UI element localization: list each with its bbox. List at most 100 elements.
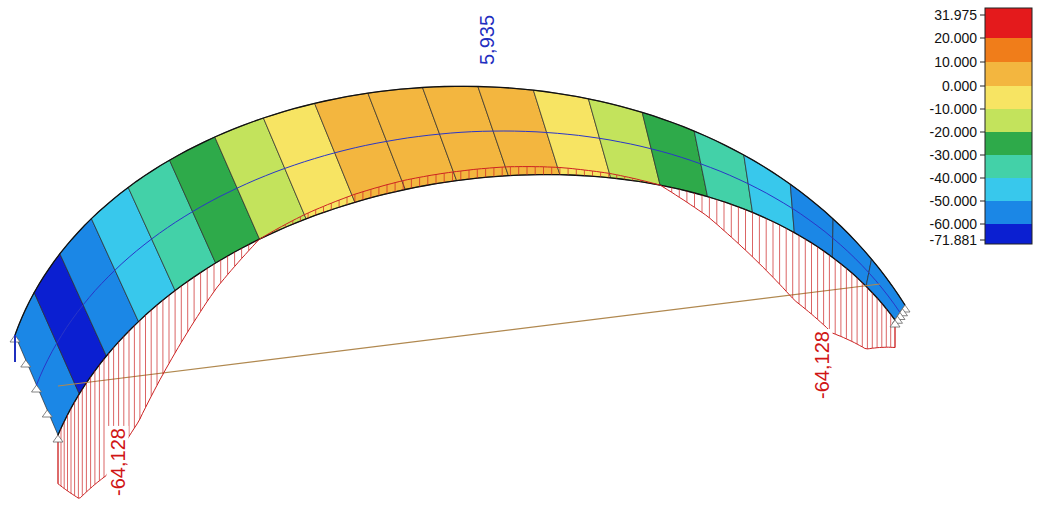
moment-hatch (851, 273, 852, 342)
moment-hatch (241, 248, 242, 258)
moment-hatch (370, 189, 371, 198)
scale-value-text: -10.000 (930, 101, 977, 117)
scale-band (985, 86, 1032, 109)
scale-band (985, 224, 1032, 244)
moment-hatch (535, 167, 536, 175)
moment-hatch (817, 247, 818, 320)
scale-value-text: -20.000 (930, 124, 977, 140)
scale-value-text: -40.000 (930, 170, 977, 186)
moment-hatch (134, 326, 135, 429)
moment-hatch (362, 192, 363, 200)
axis-marker (14, 335, 16, 362)
moment-hatch (493, 168, 494, 177)
support-symbol (32, 385, 42, 392)
moment-hatch (339, 200, 340, 207)
scale-tick (980, 240, 985, 241)
moment-hatch (792, 232, 793, 299)
moment-hatch (686, 191, 687, 202)
moment-hatch (200, 273, 201, 312)
moment-hatch (799, 235, 800, 304)
scale-band (985, 62, 1032, 86)
moment-hatch (724, 202, 725, 231)
value-label: -64,128 (107, 426, 130, 498)
moment-hatch (354, 194, 355, 202)
scale-value-text: -30.000 (930, 147, 977, 163)
moment-hatch (157, 305, 158, 385)
moment-hatch (862, 283, 863, 347)
moment-hatch (886, 309, 887, 348)
moment-hatch (829, 255, 830, 330)
moment-hatch (840, 264, 841, 337)
moment-hatch (881, 303, 882, 347)
moment-hatch (823, 251, 824, 325)
moment-hatch (835, 259, 836, 334)
stress-cell (744, 155, 795, 233)
scale-value-text: 0.000 (942, 78, 977, 94)
scale-band (985, 8, 1032, 38)
scale-band (985, 132, 1032, 155)
moment-hatch (64, 422, 65, 489)
moment-hatch (436, 175, 437, 184)
scale-value: -20.000 (930, 123, 977, 141)
moment-hatch (543, 167, 544, 175)
moment-hatch (331, 203, 332, 210)
scale-value: -60.000 (930, 215, 977, 233)
moment-hatch (811, 243, 812, 314)
moment-hatch (227, 256, 228, 275)
scale-value-text: 10.000 (934, 54, 977, 70)
moment-hatch (694, 193, 695, 207)
moment-hatch (460, 171, 461, 180)
moment-hatch (510, 167, 511, 176)
scale-value: -10.000 (930, 100, 977, 118)
moment-hatch (378, 187, 379, 196)
moment-hatch (67, 415, 68, 491)
scale-band (985, 201, 1032, 224)
moment-hatch (846, 268, 847, 339)
moment-hatch (151, 310, 152, 396)
scale-value-text: -50.000 (930, 193, 977, 209)
moment-hatch (129, 331, 130, 437)
scale-value-text: 20.000 (934, 30, 977, 46)
moment-hatch (220, 260, 221, 283)
moment-hatch (444, 173, 445, 182)
moment-hatch (485, 168, 486, 177)
arch-axis (37, 131, 901, 385)
moment-hatch (469, 170, 470, 179)
scale-tick (980, 109, 985, 110)
moment-diagram (58, 167, 895, 499)
scale-tick (980, 178, 985, 179)
moment-outline (58, 167, 895, 499)
moment-hatch (702, 195, 703, 212)
moment-hatch (518, 167, 519, 176)
moment-hatch (90, 377, 91, 488)
moment-hatch (857, 278, 858, 344)
moment-hatch (99, 365, 100, 481)
moment-hatch (86, 383, 87, 492)
moment-hatch (139, 320, 140, 419)
moment-hatch (576, 169, 577, 175)
scale-tick (980, 86, 985, 87)
moment-hatch (94, 371, 95, 485)
moment-hatch (162, 300, 163, 374)
scale-value: 31.975 (934, 6, 977, 24)
moment-hatch (207, 268, 208, 301)
support-symbol (890, 320, 900, 327)
moment-hatch (773, 222, 774, 278)
scale-tick (980, 62, 985, 63)
support-symbol (53, 435, 63, 442)
scale-value: -30.000 (930, 146, 977, 164)
scale-value: -40.000 (930, 169, 977, 187)
scale-tick (980, 38, 985, 39)
moment-hatch (559, 168, 560, 175)
moment-hatch (427, 176, 428, 185)
moment-hatch (194, 277, 195, 322)
moment-hatch (315, 210, 316, 216)
moment-hatch (71, 408, 72, 493)
moment-hatch (411, 179, 412, 188)
moment-hatch (805, 239, 806, 309)
moment-hatch (779, 225, 780, 284)
moment-hatch (551, 167, 552, 175)
moment-hatch (395, 183, 396, 192)
moment-hatch (592, 171, 593, 176)
